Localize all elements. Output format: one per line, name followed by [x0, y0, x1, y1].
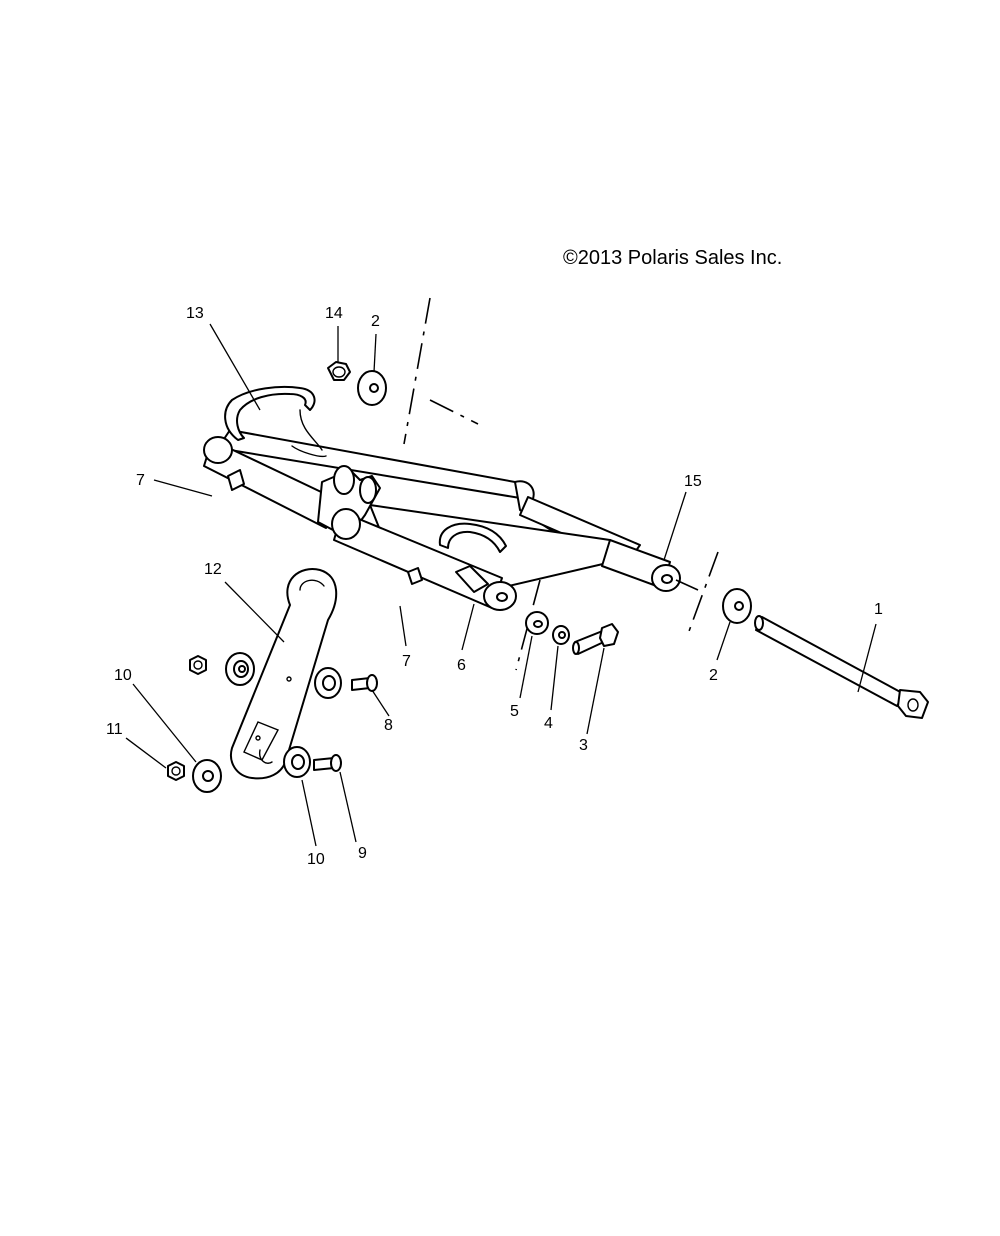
callout-1: 1 [874, 601, 883, 618]
callout-12: 12 [204, 561, 222, 578]
callout-9: 9 [358, 845, 367, 862]
nut-upper-left [189, 655, 207, 675]
washer-2-upper [357, 370, 387, 406]
bushing-upper-right [314, 667, 342, 699]
callout-7-left: 7 [136, 472, 145, 489]
bolt-1 [754, 615, 929, 719]
copyright-text: ©2013 Polaris Sales Inc. [563, 247, 782, 269]
callout-10-left: 10 [114, 667, 132, 684]
callout-14: 14 [325, 305, 343, 322]
bolt-3 [572, 623, 619, 655]
bolt-8 [351, 674, 378, 692]
callout-11: 11 [106, 721, 123, 738]
lock-washer-4 [552, 625, 570, 645]
linkage-12 [230, 568, 338, 780]
callout-6: 6 [457, 657, 466, 674]
callout-8: 8 [384, 717, 393, 734]
hex-nut-14 [327, 361, 351, 381]
callout-7-lower: 7 [402, 653, 411, 670]
callout-2-upper: 2 [371, 313, 380, 330]
washer-2-right [722, 588, 752, 624]
nut-11 [167, 761, 185, 781]
washer-5 [525, 611, 549, 635]
callout-10-lower: 10 [307, 851, 325, 868]
callout-5: 5 [510, 703, 519, 720]
bolt-9 [313, 754, 342, 772]
callout-4: 4 [544, 715, 553, 732]
callout-3: 3 [579, 737, 588, 754]
callout-13: 13 [186, 305, 204, 322]
a-arm-assembly [203, 385, 681, 611]
washer-10-left [192, 759, 222, 793]
washer-10-lower [283, 746, 311, 778]
callout-2-right: 2 [709, 667, 718, 684]
callout-15: 15 [684, 473, 702, 490]
bushing-upper-left [225, 652, 255, 686]
